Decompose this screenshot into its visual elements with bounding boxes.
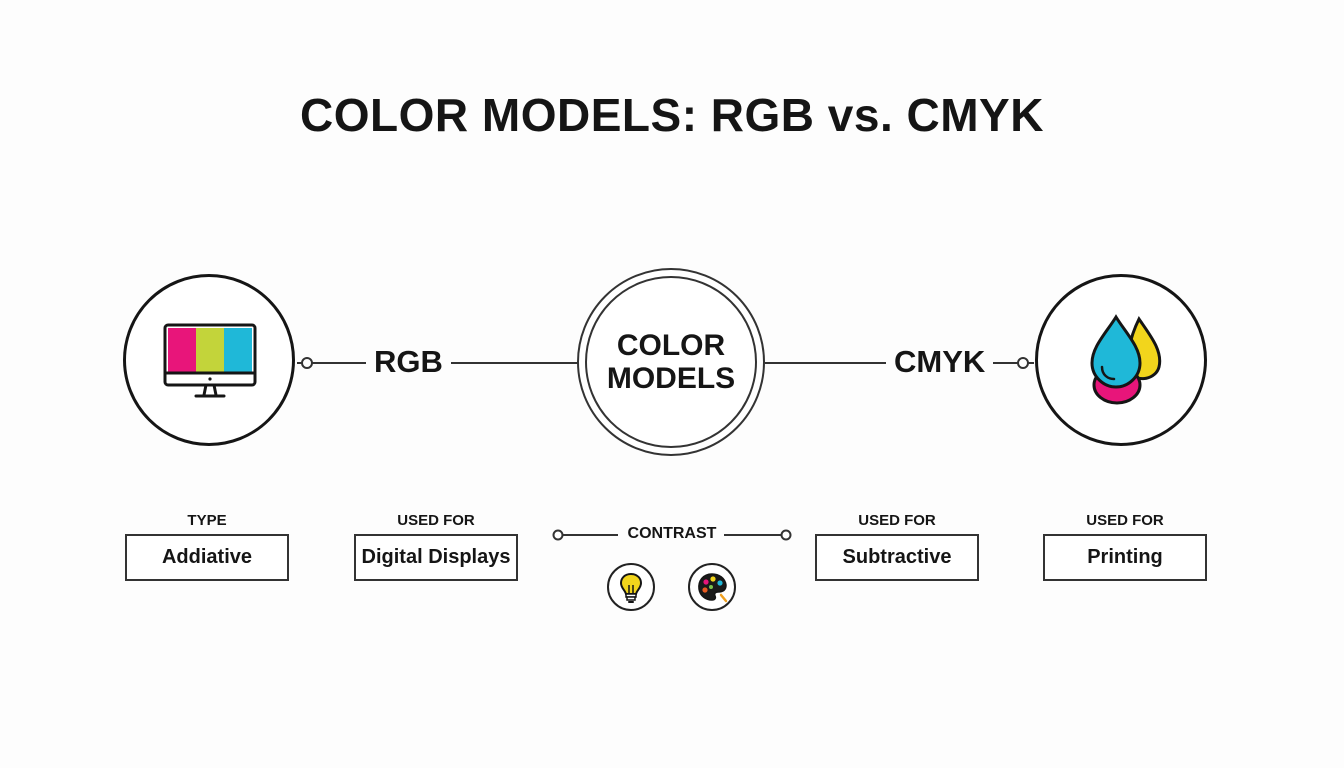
- paint-palette-badge: [688, 563, 736, 611]
- attribute-value: Printing: [1043, 534, 1207, 581]
- type-attribute: TYPE Addiative: [125, 512, 289, 581]
- cmyk-label: CMYK: [886, 344, 994, 380]
- rgb-label: RGB: [366, 344, 451, 380]
- used-for-attribute-cmyk-type: USED FOR Subtractive: [815, 512, 979, 581]
- paint-palette-icon: [698, 573, 728, 603]
- attribute-label: USED FOR: [858, 512, 936, 529]
- light-bulb-icon: [619, 572, 643, 603]
- page-title: COLOR MODELS: RGB vs. CMYK: [300, 89, 1044, 141]
- attribute-value: Digital Displays: [354, 534, 518, 581]
- attribute-label: TYPE: [187, 512, 227, 529]
- rgb-node: [123, 274, 295, 446]
- attribute-value: Subtractive: [815, 534, 979, 581]
- used-for-attribute-rgb: USED FOR Digital Displays: [354, 512, 518, 581]
- center-node: COLOR MODELS: [577, 268, 765, 456]
- attribute-label: USED FOR: [1086, 512, 1164, 529]
- light-bulb-badge: [607, 563, 655, 611]
- center-inner-ring: COLOR MODELS: [585, 276, 757, 448]
- contrast-label: CONTRAST: [627, 525, 717, 542]
- monitor-icon: [163, 323, 257, 398]
- cmyk-node: [1035, 274, 1207, 446]
- attribute-value: Addiative: [125, 534, 289, 581]
- used-for-attribute-cmyk: USED FOR Printing: [1043, 512, 1207, 581]
- center-label: COLOR MODELS: [606, 329, 736, 395]
- attribute-label: USED FOR: [397, 512, 475, 529]
- ink-drops-icon: [1090, 314, 1162, 405]
